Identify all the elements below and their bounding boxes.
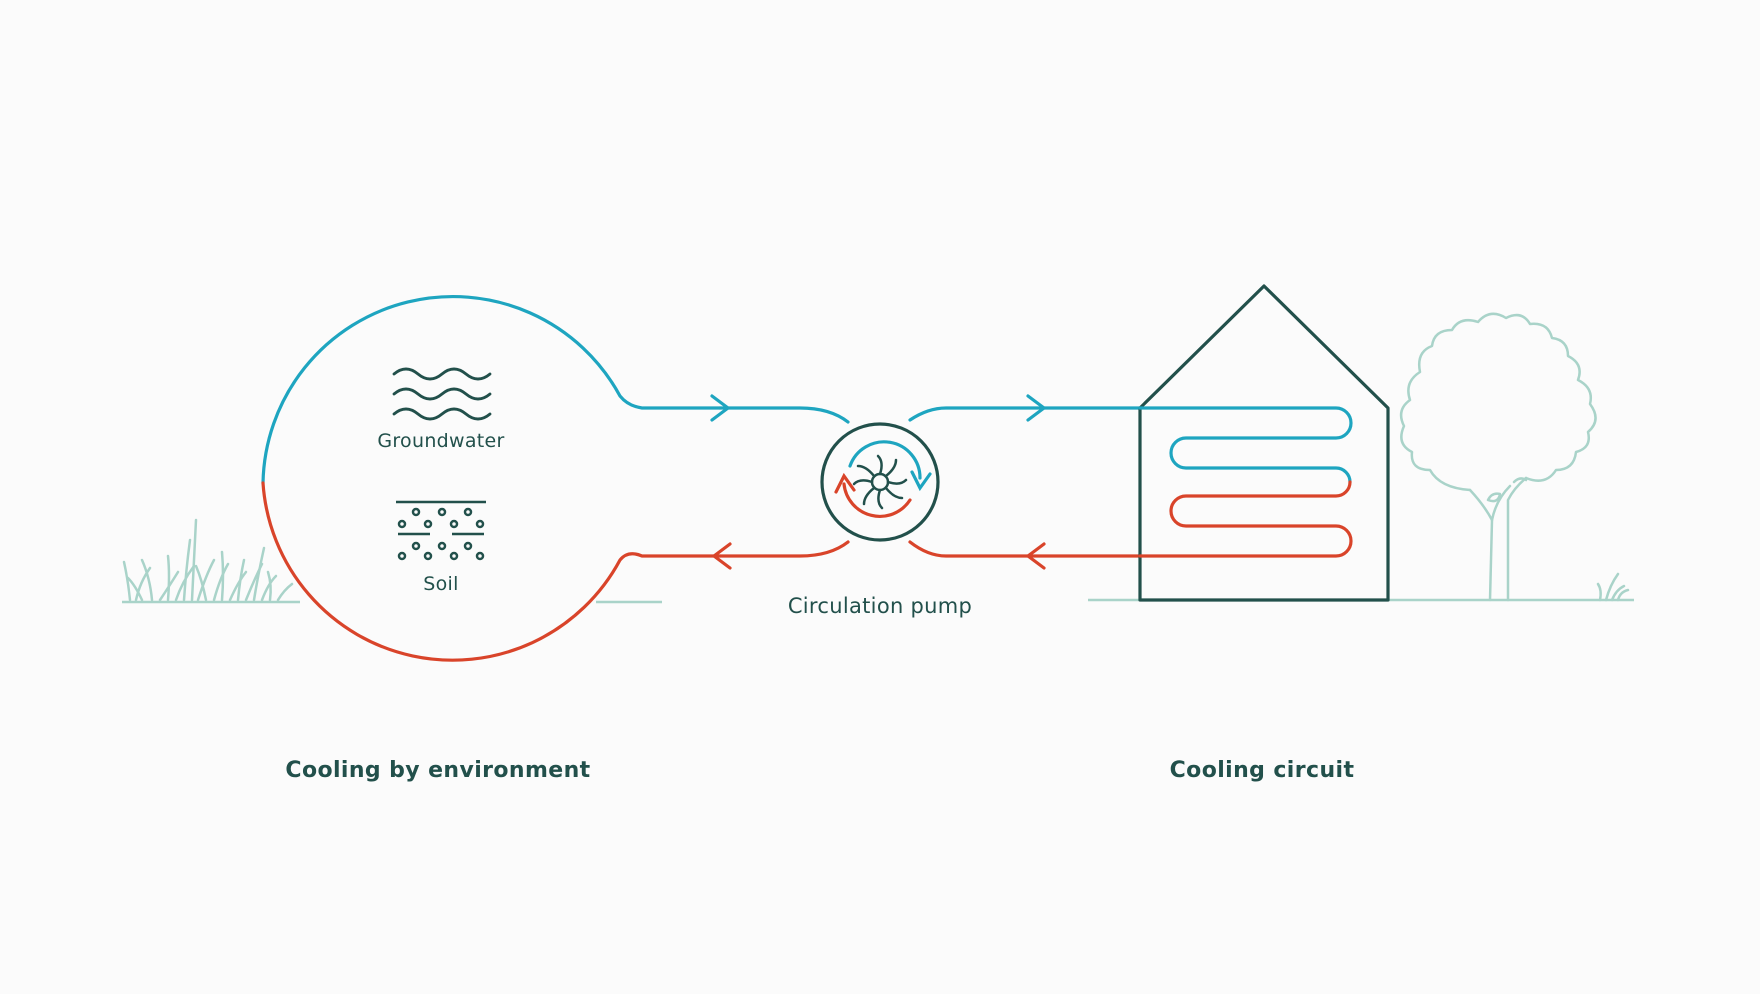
soil-icon [396,500,486,561]
grass-icon [122,518,294,602]
warm-pipe-from-house [908,540,1142,558]
arrow-right-icon [710,394,731,422]
arrow-right-icon-2 [1026,394,1047,422]
environment-loop [261,294,850,662]
soil-label: Soil [423,573,459,595]
coil-cold [1138,406,1353,484]
environment-label: Cooling by environment [285,758,591,783]
coil-warm [1138,480,1353,558]
warm-pipe-from-pump [718,540,850,558]
groundwater-label: Groundwater [377,430,505,452]
tree-icon [1399,312,1597,602]
grass-small-icon [1596,572,1630,602]
arrow-left-icon [711,542,732,570]
pump-impeller-icon [820,422,940,542]
cold-pipe-to-pump [718,406,850,424]
floor-heating-coil [1138,406,1353,558]
house-icon [1138,284,1390,602]
warm-pipe-left [261,481,722,662]
pump-label: Circulation pump [787,594,973,618]
water-waves-icon [392,367,492,421]
arrow-left-icon-2 [1025,542,1046,570]
circuit-pipes [908,394,1142,570]
circuit-label: Cooling circuit [1169,758,1355,783]
cold-pipe-left [261,294,722,485]
cold-pipe-to-house [908,406,1142,422]
